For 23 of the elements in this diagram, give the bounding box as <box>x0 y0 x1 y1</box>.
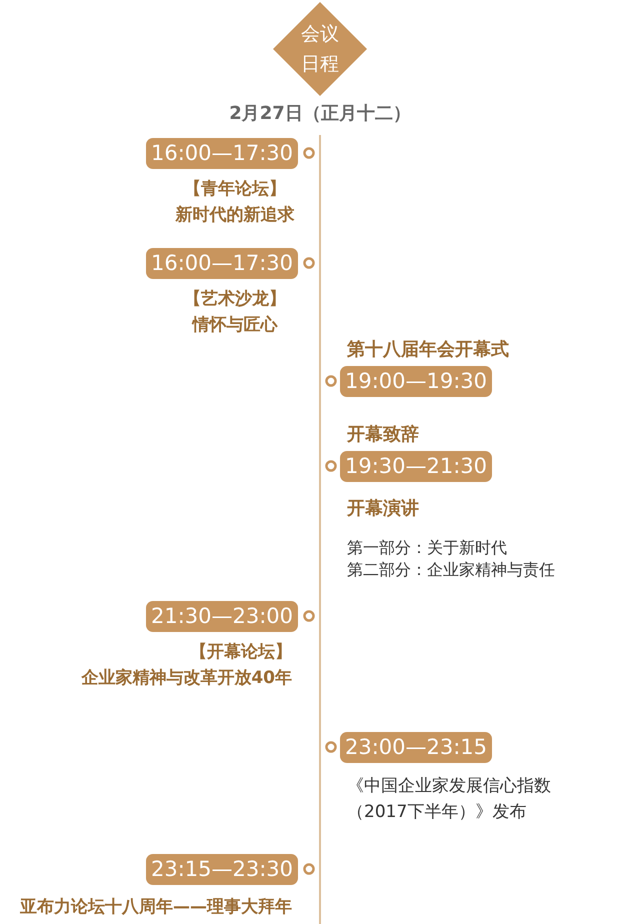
event-title: 新时代的新追求 <box>174 204 296 227</box>
date-label: 2月27日（正月十二） <box>228 102 412 125</box>
time-pill: 23:15—23:30 <box>146 854 298 885</box>
title-diamond <box>271 0 369 98</box>
event-title: 企业家精神与改革开放40年 <box>80 667 292 690</box>
event-title: 第十八届年会开幕式 <box>347 338 509 362</box>
event-title: 开幕致辞 <box>347 423 419 447</box>
time-pill: 19:30—21:30 <box>340 451 492 482</box>
diamond-title: 会议日程 <box>300 22 340 77</box>
event-title: 【开幕论坛】 <box>189 641 292 664</box>
event-title: 亚布力论坛十八周年——理事大拜年 <box>19 896 292 919</box>
time-pill: 23:00—23:15 <box>340 732 492 763</box>
event-description: 《中国企业家发展信心指数（2017下半年）》发布 <box>347 775 552 824</box>
session-part: 第一部分：关于新时代 <box>347 537 507 559</box>
event-title: 情怀与匠心 <box>190 314 279 337</box>
event-title: 【青年论坛】 <box>183 178 287 201</box>
time-pill: 16:00—17:30 <box>146 138 298 169</box>
time-pill: 21:30—23:00 <box>146 601 298 632</box>
event-title: 开幕演讲 <box>347 497 419 521</box>
event-title: 【艺术沙龙】 <box>183 288 287 311</box>
session-part: 第二部分：企业家精神与责任 <box>347 559 555 581</box>
time-pill: 19:00—19:30 <box>340 366 492 397</box>
time-pill: 16:00—17:30 <box>146 248 298 279</box>
